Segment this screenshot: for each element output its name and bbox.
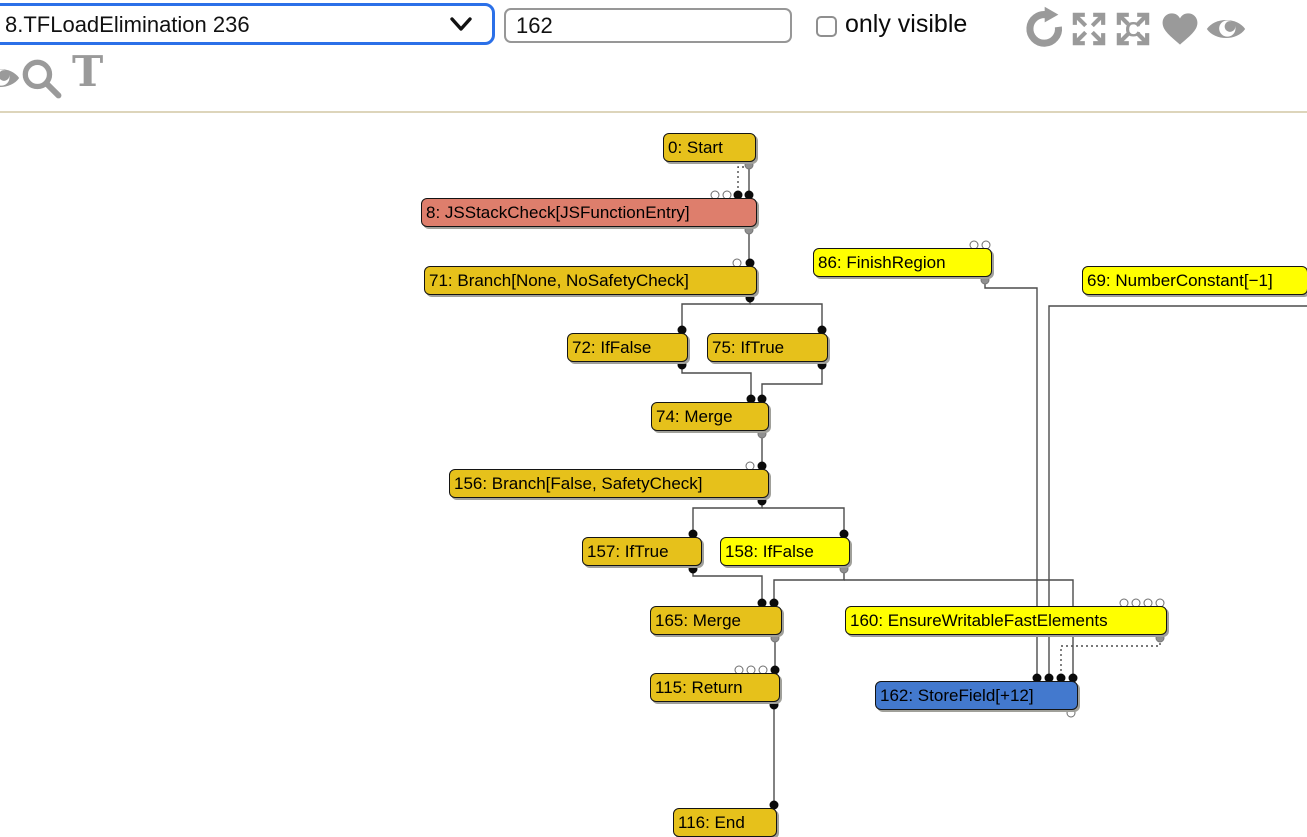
graph-edge <box>1048 305 1307 678</box>
port-bubble[interactable] <box>839 564 849 574</box>
graph-node-160[interactable]: 160: EnsureWritableFastElements <box>845 606 1167 635</box>
eye-partial-icon[interactable] <box>0 58 26 103</box>
graph-edge <box>692 501 763 534</box>
graph-node-86[interactable]: 86: FinishRegion <box>813 248 992 277</box>
graph-edge <box>773 569 845 603</box>
text-types-icon[interactable]: T <box>72 47 104 96</box>
graph-edge <box>681 365 752 399</box>
graph-edge <box>750 303 823 330</box>
graph-node-71[interactable]: 71: Branch[None, NoSafetyCheck] <box>424 266 757 295</box>
heart-icon[interactable] <box>1158 7 1202 51</box>
port-bubble[interactable] <box>817 360 827 370</box>
graph-edge <box>762 507 845 534</box>
svg-text:C: C <box>1125 17 1141 42</box>
graph-node-0[interactable]: 0: Start <box>663 133 756 162</box>
graph-node-74[interactable]: 74: Merge <box>651 402 769 431</box>
search-icon[interactable] <box>20 57 64 106</box>
graph-node-69[interactable]: 69: NumberConstant[−1] <box>1082 266 1307 295</box>
only-visible-checkbox[interactable] <box>816 16 837 37</box>
port-bubble[interactable] <box>677 360 687 370</box>
port-bubble[interactable] <box>757 496 767 506</box>
graph-node-8[interactable]: 8: JSStackCheck[JSFunctionEntry] <box>421 198 757 227</box>
port-bubble[interactable] <box>1155 633 1165 643</box>
port-bubble[interactable] <box>745 293 755 303</box>
port-bubble[interactable] <box>744 225 754 235</box>
graph-edge <box>761 365 823 399</box>
graph-node-157[interactable]: 157: IfTrue <box>582 537 702 566</box>
graph-node-115[interactable]: 115: Return <box>650 673 780 702</box>
port-bubble[interactable] <box>769 700 779 710</box>
graph-edge <box>692 569 763 603</box>
graph-node-158[interactable]: 158: IfFalse <box>720 537 850 566</box>
node-search-input[interactable] <box>504 8 792 43</box>
port-bubble[interactable] <box>757 429 767 439</box>
eye-icon[interactable] <box>1200 9 1252 49</box>
center-selection-icon[interactable]: C <box>1113 9 1153 49</box>
port-bubble[interactable] <box>770 633 780 643</box>
port-bubble[interactable] <box>980 275 990 285</box>
graph-node-162[interactable]: 162: StoreField[+12] <box>875 681 1078 710</box>
expand-all-icon[interactable] <box>1069 9 1109 49</box>
graph-node-116[interactable]: 116: End <box>673 808 777 837</box>
graph-node-165[interactable]: 165: Merge <box>650 606 782 635</box>
port-bubble-empty[interactable] <box>1066 708 1076 718</box>
only-visible-label: only visible <box>845 10 968 38</box>
graph-edge <box>1060 638 1161 678</box>
graph-node-156[interactable]: 156: Branch[False, SafetyCheck] <box>449 469 769 498</box>
toolbar-divider <box>0 111 1307 113</box>
phase-select[interactable]: 8.TFLoadElimination 236 <box>0 3 495 45</box>
port-bubble[interactable] <box>744 160 754 170</box>
relayout-icon[interactable] <box>1020 5 1067 52</box>
port-bubble[interactable] <box>688 564 698 574</box>
graph-edge <box>681 298 751 330</box>
graph-edge <box>737 166 749 195</box>
graph-node-75[interactable]: 75: IfTrue <box>707 333 828 362</box>
graph-toolbar: 8.TFLoadElimination 236 only visible <box>0 0 1307 111</box>
graph-node-72[interactable]: 72: IfFalse <box>567 333 688 362</box>
